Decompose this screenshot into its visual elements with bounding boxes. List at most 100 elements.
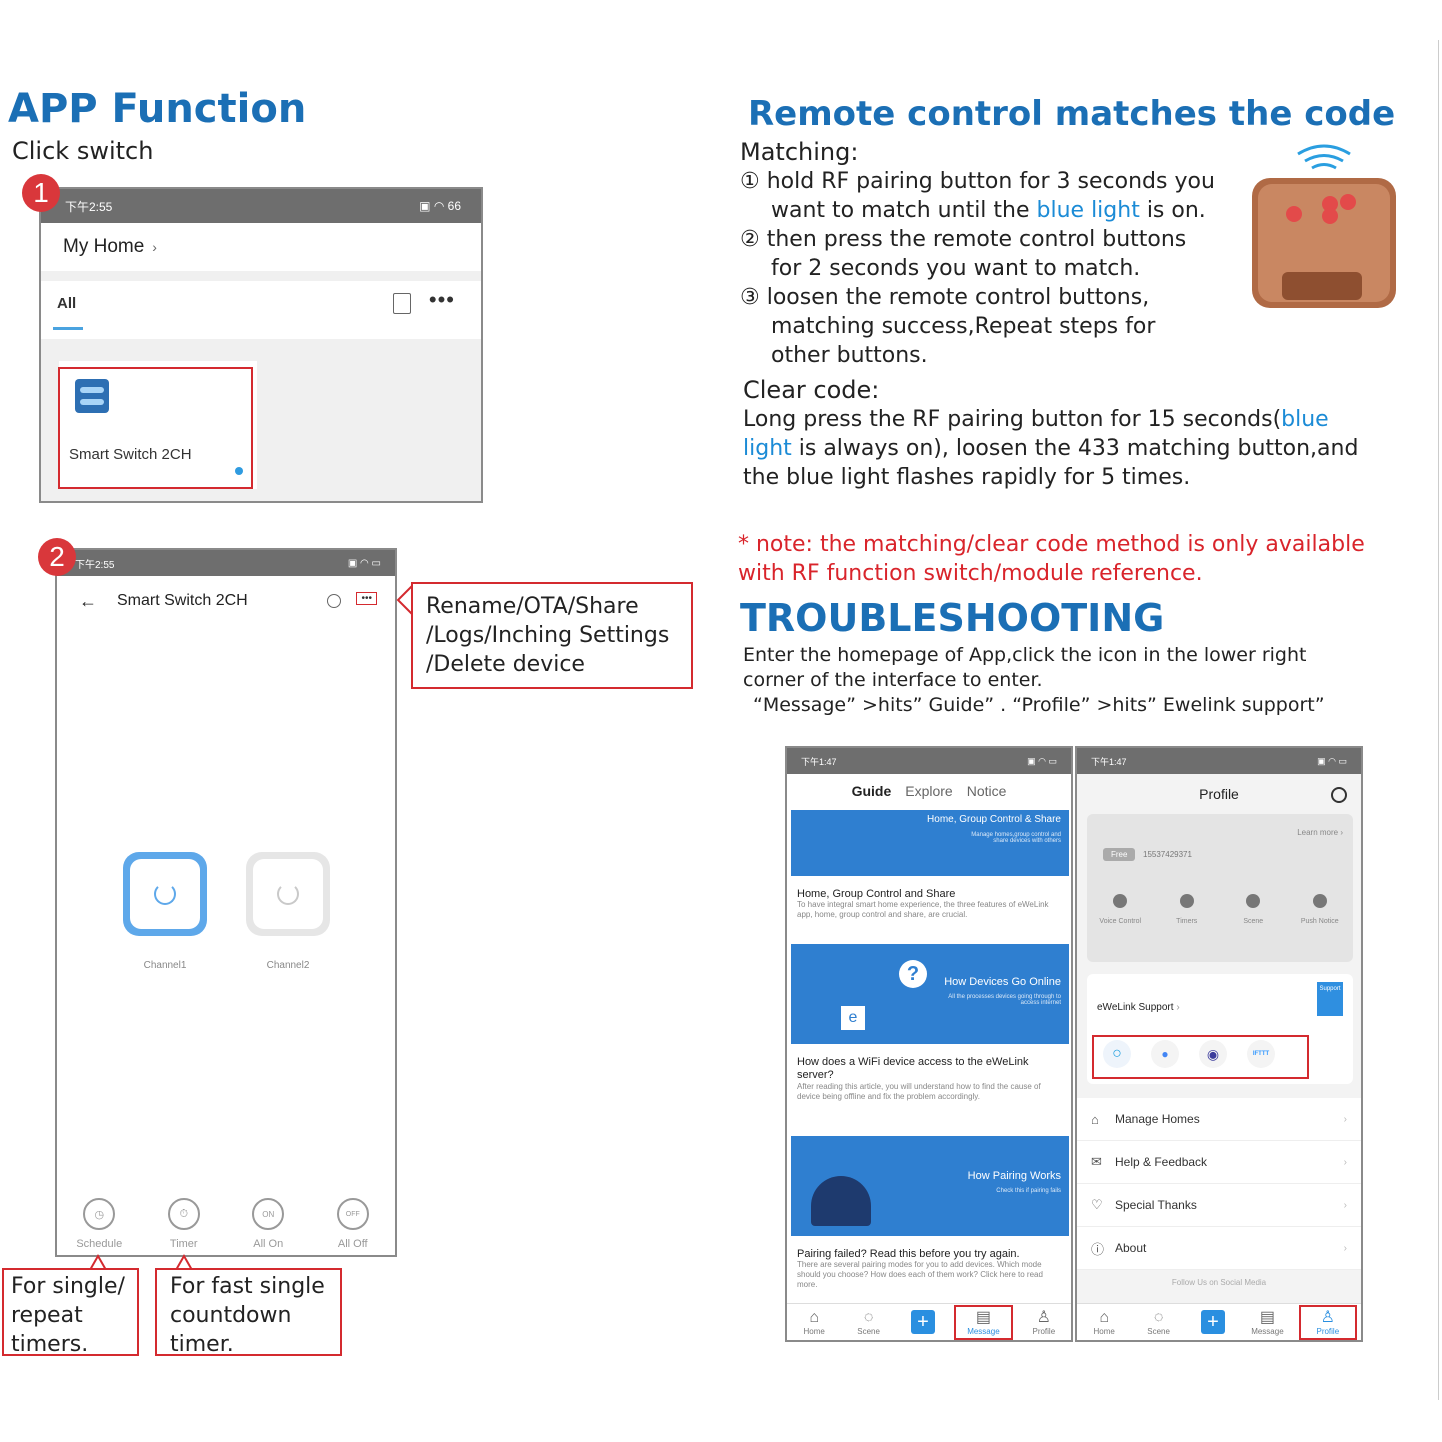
google-assistant-icon[interactable]: ● <box>1151 1040 1179 1068</box>
alexa-icon[interactable]: ○ <box>1103 1040 1131 1068</box>
nav-profile[interactable]: ♙Profile <box>1017 1309 1071 1336</box>
chevron-icon: › <box>1343 1156 1347 1168</box>
feature-label: Voice Control <box>1099 918 1142 925</box>
banner-sub: Manage homes,group control and share dev… <box>971 832 1061 844</box>
cortana-icon[interactable]: ◉ <box>1199 1040 1227 1068</box>
nav-scene[interactable]: ◌Scene <box>841 1309 895 1336</box>
feature-voice[interactable]: Voice Control <box>1087 894 1154 925</box>
trouble-line: “Message” >hits” Guide” . “Profile” >hit… <box>753 694 1325 716</box>
menu-special-thanks[interactable]: ♡Special Thanks› <box>1077 1184 1361 1227</box>
step-1: ① hold RF pairing button for 3 seconds y… <box>740 167 1215 196</box>
menu-manage-homes[interactable]: ⌂Manage Homes› <box>1077 1098 1361 1141</box>
microphone-icon <box>1113 894 1128 908</box>
step-number: ③ <box>740 285 760 310</box>
article-1[interactable]: Home, Group Control and Share To have in… <box>797 888 1063 920</box>
guide-tabs: Guide Explore Notice <box>787 774 1071 808</box>
article-3[interactable]: Pairing failed? Read this before you try… <box>797 1248 1063 1290</box>
all-on-button[interactable]: ON All On <box>226 1198 311 1250</box>
banner-home-group[interactable]: Home, Group Control & Share Manage homes… <box>791 810 1069 876</box>
step-text: want to match until the <box>771 198 1037 223</box>
click-switch-subtitle: Click switch <box>12 137 154 165</box>
tab-all[interactable]: All <box>57 295 77 312</box>
callout-line: repeat <box>11 1303 83 1328</box>
schedule-button[interactable]: ◷ Schedule <box>57 1198 142 1250</box>
all-off-button[interactable]: OFF All Off <box>311 1198 396 1250</box>
schedule-label: Schedule <box>76 1238 123 1250</box>
nav-scene[interactable]: ◌Scene <box>1131 1309 1185 1336</box>
info-icon: ⓘ <box>1091 1241 1105 1257</box>
channel2-label: Channel2 <box>266 960 310 971</box>
status-icons: ▣ ◠ ▭ <box>1027 755 1057 766</box>
device-name: Smart Switch 2CH <box>69 446 192 463</box>
home-header[interactable]: My Home › <box>41 223 481 271</box>
menu-label: About <box>1115 1241 1147 1255</box>
menu-help-feedback[interactable]: ✉Help & Feedback› <box>1077 1141 1361 1184</box>
step-2: ② then press the remote control buttons <box>740 225 1215 254</box>
support-link[interactable]: eWeLink Support › <box>1097 1002 1180 1013</box>
learn-more-link[interactable]: Learn more › <box>1297 828 1343 837</box>
timer-button[interactable]: ⏱ Timer <box>142 1198 227 1250</box>
note-line: with RF function switch/module reference… <box>738 561 1203 586</box>
banner-devices-online[interactable]: ? e How Devices Go Online All the proces… <box>791 944 1069 1044</box>
device-card[interactable]: Smart Switch 2CH <box>59 361 257 489</box>
channel2-button[interactable] <box>246 852 330 936</box>
nav-message[interactable]: ▤Message <box>954 1304 1013 1340</box>
nav-message[interactable]: ▤Message <box>1240 1309 1294 1336</box>
account-card[interactable]: Learn more › Free 15537429371 Voice Cont… <box>1087 814 1353 962</box>
step-number: ① <box>740 169 760 194</box>
more-menu-button[interactable]: ••• <box>356 592 377 605</box>
ifttt-icon[interactable]: IFTTT <box>1247 1040 1275 1068</box>
bottom-actions: ◷ Schedule ⏱ Timer ON All On OFF All Off <box>57 1198 395 1250</box>
clear-text: is always on), loosen the 433 matching b… <box>791 436 1359 461</box>
feature-push[interactable]: Push Notice <box>1287 894 1354 925</box>
camera-icon[interactable] <box>327 594 341 608</box>
tab-explore[interactable]: Explore <box>905 783 953 799</box>
feature-label: Push Notice <box>1300 918 1339 925</box>
bell-icon <box>1312 894 1327 908</box>
clear-line: Long press the RF pairing button for 15 … <box>743 405 1358 434</box>
timer-icon <box>1179 894 1194 908</box>
step2-screenshot: 下午2:55 ▣ ◠ ▭ ← Smart Switch 2CH ••• Chan… <box>55 548 397 1257</box>
troubleshooting-title: TROUBLESHOOTING <box>740 596 1165 640</box>
list-view-icon[interactable] <box>393 293 411 314</box>
step-text: loosen the remote control buttons, <box>766 285 1150 310</box>
article-title: Pairing failed? Read this before you try… <box>797 1248 1020 1260</box>
nav-profile[interactable]: ♙Profile <box>1298 1304 1358 1340</box>
note: * note: the matching/clear code method i… <box>738 530 1365 588</box>
status-time: 下午2:55 <box>65 199 113 214</box>
nav-label: Scene <box>1147 1326 1170 1336</box>
tab-notice[interactable]: Notice <box>966 783 1007 799</box>
nav-home[interactable]: ⌂Home <box>1077 1309 1131 1336</box>
status-icons: ▣ ◠ ▭ <box>1317 755 1347 766</box>
tab-guide[interactable]: Guide <box>851 783 892 799</box>
nav-add[interactable]: + <box>1186 1310 1240 1334</box>
feature-scene[interactable]: Scene <box>1220 894 1287 925</box>
chevron-icon: › <box>1343 1199 1347 1211</box>
page-edge-line <box>1438 40 1439 1400</box>
article-2[interactable]: How does a WiFi device access to the eWe… <box>797 1056 1063 1102</box>
settings-icon[interactable] <box>1331 787 1347 803</box>
nav-home[interactable]: ⌂Home <box>787 1309 841 1336</box>
callout-line: For fast single <box>170 1274 325 1299</box>
nav-add[interactable]: + <box>896 1310 950 1334</box>
tab-bar: All ••• <box>41 281 481 339</box>
remote-control-image <box>1248 140 1398 312</box>
step-2-cont: for 2 seconds you want to match. <box>771 256 1141 281</box>
banner-pairing[interactable]: How Pairing Works Check this if pairing … <box>791 1136 1069 1236</box>
callout-line: Rename/OTA/Share <box>426 594 639 619</box>
step-text: is on. <box>1139 198 1206 223</box>
device-title: Smart Switch 2CH <box>117 592 248 609</box>
plus-icon: + <box>1201 1310 1226 1334</box>
alarm-clock-icon: ◷ <box>83 1198 116 1230</box>
back-arrow-icon[interactable]: ← <box>79 590 97 611</box>
scene-icon: ◌ <box>863 1308 874 1326</box>
timer-label: Timer <box>169 1238 198 1250</box>
channel1-button[interactable] <box>123 852 207 936</box>
trouble-line: corner of the interface to enter. <box>743 669 1043 691</box>
step-1-cont: want to match until the blue light is on… <box>740 196 1215 225</box>
more-icon[interactable]: ••• <box>428 287 455 312</box>
app-function-title: APP Function <box>8 86 307 132</box>
blue-light-text: light <box>743 436 792 461</box>
feature-timers[interactable]: Timers <box>1154 894 1221 925</box>
